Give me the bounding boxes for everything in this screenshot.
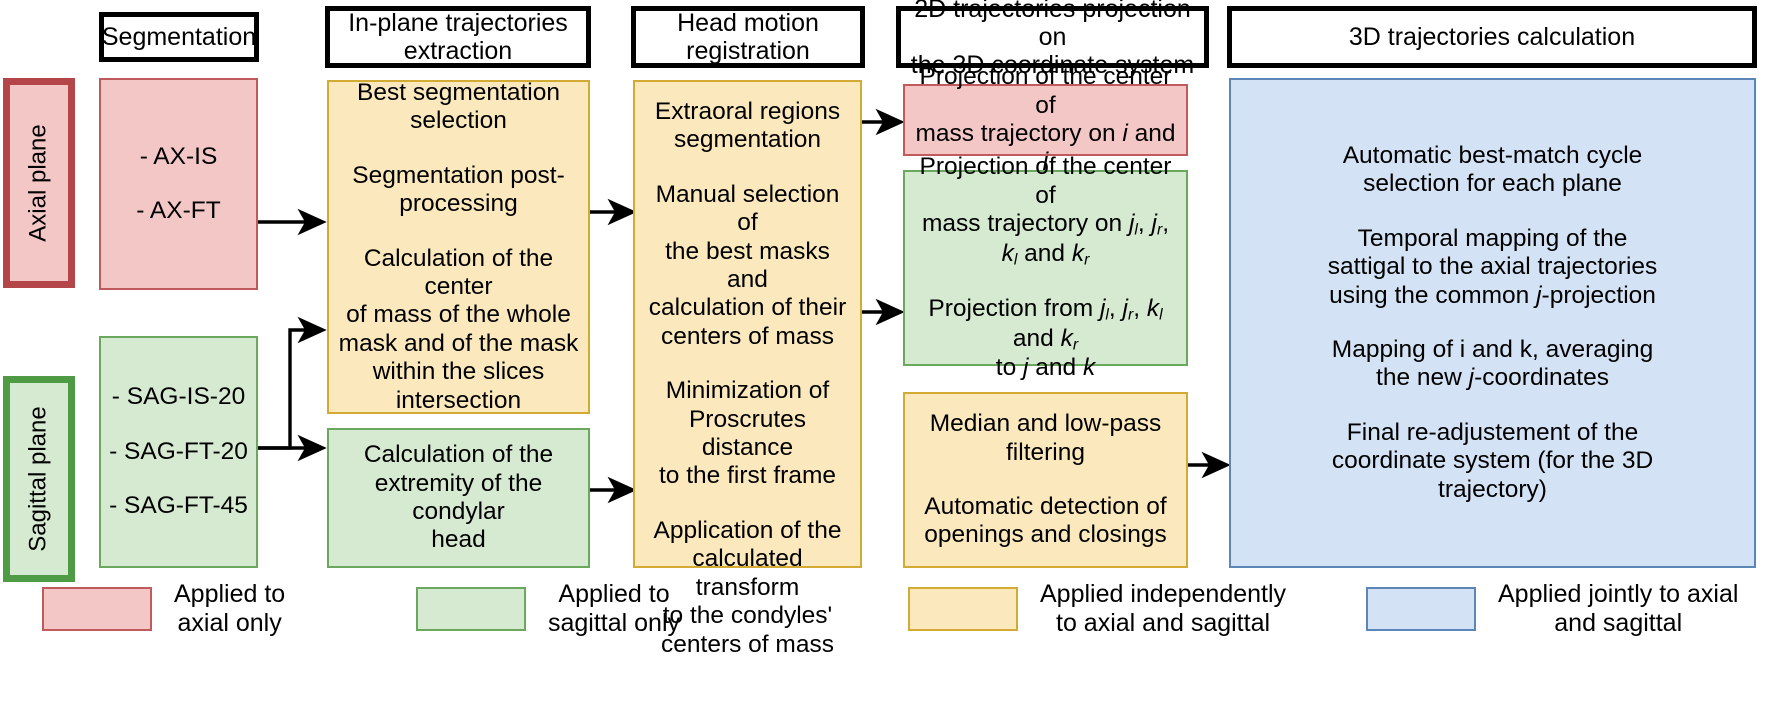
- legend-item-jointly: Applied jointly to axial and sagittal: [1366, 580, 1738, 637]
- legend-swatch: [42, 586, 152, 631]
- stage-header-label: In-plane trajectories extraction: [348, 9, 568, 65]
- legend-item-axial-only: Applied to axial only: [42, 580, 285, 637]
- node-headmotion-yellow: Extraoral regions segmentation Manual se…: [633, 80, 862, 658]
- node-paragraph: - SAG-IS-20: [111, 383, 246, 411]
- node-segmentation-sagittal: - SAG-IS-20 - SAG-FT-20 - SAG-FT-45: [99, 336, 258, 568]
- node-paragraph: - AX-IS: [139, 142, 218, 170]
- stage-header-label: 2D trajectories projection on the 3D coo…: [910, 0, 1195, 79]
- legend-label: Applied to axial only: [174, 580, 286, 637]
- node-paragraph: - SAG-FT-20: [109, 437, 248, 465]
- node-inplane-green: Calculation of the extremity of the cond…: [327, 428, 590, 568]
- node-paragraph: Application of the calculated transform …: [653, 516, 842, 658]
- node-paragraph: Extraoral regions segmentation: [654, 98, 841, 154]
- plane-label-sagittal: Sagittal plane: [3, 376, 75, 582]
- plane-label-text: Sagittal plane: [25, 406, 53, 552]
- arrow-sagittal-to-inplane-yellow: [258, 316, 327, 450]
- node-paragraph: Calculation of the extremity of the cond…: [363, 441, 554, 554]
- node-paragraph: Manual selection of the best masks and c…: [648, 180, 847, 350]
- legend-swatch: [908, 586, 1018, 631]
- legend-swatch: [1366, 586, 1476, 631]
- legend-label: Applied to sagittal only: [548, 580, 681, 637]
- stage-header-segmentation: Segmentation: [99, 12, 259, 62]
- stage-header-label: Segmentation: [101, 23, 257, 51]
- node-paragraph: Median and low-pass filtering: [929, 410, 1162, 466]
- node-paragraph: Best segmentation selection: [357, 78, 560, 135]
- plane-label-text: Axial plane: [25, 124, 53, 242]
- stage-header-2d-projection: 2D trajectories projection on the 3D coo…: [896, 0, 1209, 79]
- stage-header-label: Head motion registration: [677, 9, 819, 65]
- stage-header-in-plane-extraction: In-plane trajectories extraction: [325, 6, 591, 68]
- node-paragraph: - SAG-FT-45: [109, 492, 248, 520]
- node-paragraph: Segmentation post- processing: [352, 161, 565, 218]
- node-inplane-yellow: Best segmentation selection Segmentation…: [327, 78, 590, 414]
- node-paragraph: Minimization of Proscrutes distance to t…: [658, 377, 836, 490]
- legend-label: Applied independently to axial and sagit…: [1040, 580, 1287, 637]
- node-projection-yellow: Median and low-pass filtering Automatic …: [903, 392, 1188, 568]
- node-paragraph: Automatic detection of openings and clos…: [924, 493, 1167, 549]
- stage-header-label: 3D trajectories calculation: [1348, 23, 1636, 51]
- legend-swatch: [416, 586, 526, 631]
- node-paragraph: - AX-FT: [136, 197, 221, 224]
- node-paragraph: Calculation of the center of mass of the…: [338, 244, 579, 414]
- stage-header-3d-calculation: 3D trajectories calculation: [1227, 6, 1757, 68]
- legend-item-independently: Applied independently to axial and sagit…: [908, 580, 1286, 637]
- plane-label-axial: Axial plane: [3, 78, 75, 288]
- node-segmentation-axial: - AX-IS - AX-FT: [99, 78, 258, 290]
- legend-label: Applied jointly to axial and sagittal: [1498, 580, 1739, 637]
- stage-header-head-motion: Head motion registration: [631, 6, 865, 68]
- legend-item-sagittal-only: Applied to sagittal only: [416, 580, 680, 637]
